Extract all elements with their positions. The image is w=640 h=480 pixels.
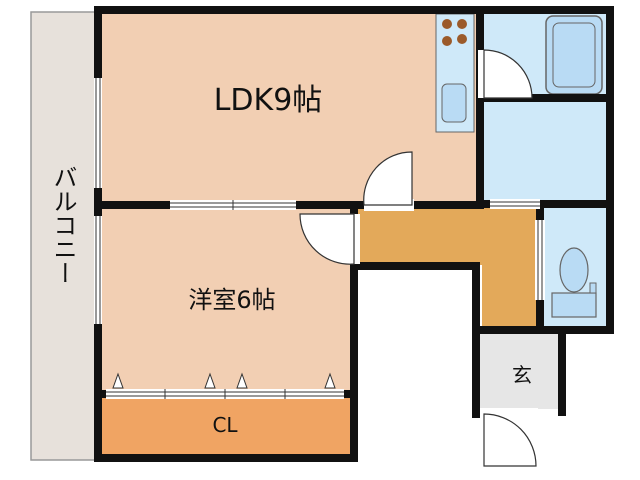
door-bathroom xyxy=(478,49,533,99)
ldk-room: LDK9帖 xyxy=(100,12,476,202)
ldk-label: LDK9帖 xyxy=(214,83,323,118)
entrance: 玄 xyxy=(480,333,558,409)
toilet-room xyxy=(542,207,606,327)
balcony-label: バルコニー xyxy=(49,165,77,285)
bathroom xyxy=(484,12,606,98)
door-entrance xyxy=(480,408,538,467)
corridor xyxy=(355,208,540,330)
western-room-label: 洋室6帖 xyxy=(188,286,275,314)
door-toilet xyxy=(535,220,545,300)
toilet-tank-icon xyxy=(551,292,597,318)
door-western xyxy=(299,213,360,265)
closet-label: CL xyxy=(212,413,238,437)
door-washroom xyxy=(490,199,540,209)
closet-doors xyxy=(106,372,344,399)
door-ldk xyxy=(363,151,414,211)
window-western xyxy=(94,216,102,324)
closet-door-arrow-icon xyxy=(204,372,216,389)
closet: CL xyxy=(100,396,350,454)
sink-icon xyxy=(441,83,467,123)
washroom xyxy=(484,100,606,200)
stove-burner-icon xyxy=(457,34,467,44)
closet-door-arrow-icon xyxy=(324,372,336,389)
balcony: バルコニー xyxy=(30,11,96,461)
stove-burner-icon xyxy=(457,19,467,29)
kitchen-counter xyxy=(435,13,475,133)
closet-door-arrow-icon xyxy=(112,372,124,389)
closet-door-arrow-icon xyxy=(236,372,248,389)
window-ldk xyxy=(94,78,102,188)
entrance-label: 玄 xyxy=(512,363,532,387)
toilet-bowl-icon xyxy=(559,247,589,293)
bathtub-icon xyxy=(545,15,603,95)
sliding-door xyxy=(170,200,296,210)
stove-burner-icon xyxy=(442,36,452,46)
stove-burner-icon xyxy=(442,19,452,29)
